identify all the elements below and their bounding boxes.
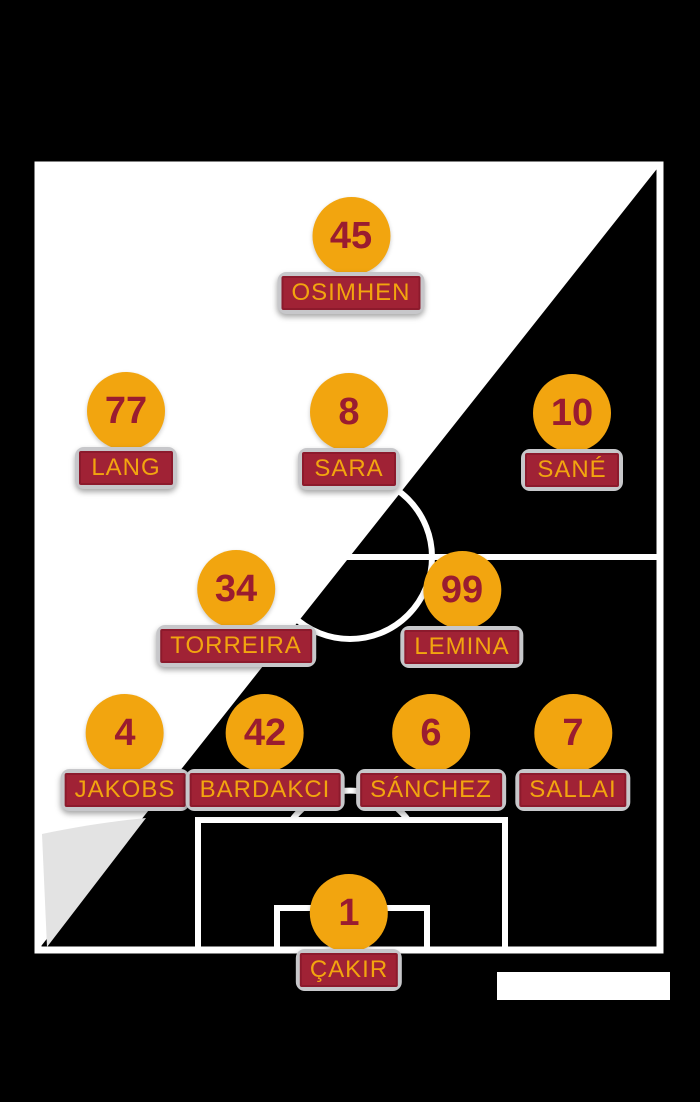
corner-shade-swoosh (42, 818, 146, 947)
player-nameplate: SARA (298, 448, 400, 490)
player-name: LEMINA (404, 630, 520, 664)
player-name: OSIMHEN (281, 276, 421, 310)
player-name: SARA (302, 452, 396, 486)
player-number-badge: 99 (422, 551, 501, 629)
player-name: LANG (79, 451, 173, 485)
player-name: SANÉ (525, 453, 619, 487)
player-nameplate: OSIMHEN (277, 272, 425, 314)
player-number: 34 (214, 568, 258, 610)
player-chip-sané[interactable]: 10 SANÉ (521, 374, 623, 491)
player-number: 45 (329, 215, 373, 257)
player-chip-lemina[interactable]: 99 LEMINA (400, 551, 524, 668)
player-chip-lang[interactable]: 77 LANG (75, 372, 177, 489)
player-number: 42 (243, 712, 287, 754)
player-nameplate: BARDAKCI (185, 769, 345, 811)
player-nameplate: SALLAI (515, 769, 631, 811)
player-nameplate: JAKOBS (60, 769, 190, 811)
player-name: SALLAI (519, 773, 627, 807)
player-chip-jakobs[interactable]: 4 JAKOBS (60, 694, 190, 811)
player-number-badge: 42 (225, 694, 304, 772)
watermark-bar (497, 972, 670, 1000)
player-name: ÇAKIR (299, 953, 399, 987)
player-number: 7 (562, 712, 584, 754)
player-number: 99 (440, 569, 484, 611)
player-number: 1 (338, 892, 360, 934)
player-number: 6 (420, 712, 442, 754)
player-chip-sara[interactable]: 8 SARA (298, 373, 400, 490)
player-name: SÁNCHEZ (360, 773, 502, 807)
player-chip-bardakci[interactable]: 42 BARDAKCI (185, 694, 345, 811)
player-number-badge: 1 (309, 874, 388, 952)
player-nameplate: LEMINA (400, 626, 524, 668)
player-number-badge: 4 (85, 694, 164, 772)
player-number-badge: 7 (533, 694, 612, 772)
player-number-badge: 10 (533, 374, 611, 452)
player-chip-sánchez[interactable]: 6 SÁNCHEZ (356, 694, 506, 811)
player-nameplate: SANÉ (521, 449, 623, 491)
player-number: 4 (114, 712, 136, 754)
player-number-badge: 77 (87, 372, 165, 450)
player-number-badge: 45 (311, 197, 390, 275)
player-number-badge: 8 (310, 373, 388, 451)
player-chip-torreira[interactable]: 34 TORREIRA (156, 550, 316, 667)
player-chip-osimhen[interactable]: 45 OSIMHEN (277, 197, 425, 314)
player-number-badge: 34 (196, 550, 275, 628)
player-name: TORREIRA (160, 629, 312, 663)
player-chip-çakir[interactable]: 1 ÇAKIR (295, 874, 403, 991)
player-name: BARDAKCI (189, 773, 341, 807)
player-nameplate: TORREIRA (156, 625, 316, 667)
player-name: JAKOBS (64, 773, 186, 807)
player-nameplate: SÁNCHEZ (356, 769, 506, 811)
player-number: 8 (338, 391, 360, 433)
player-nameplate: ÇAKIR (295, 949, 403, 991)
player-number: 10 (550, 392, 594, 434)
player-number: 77 (104, 390, 148, 432)
player-chip-sallai[interactable]: 7 SALLAI (515, 694, 631, 811)
player-number-badge: 6 (392, 694, 470, 772)
player-nameplate: LANG (75, 447, 177, 489)
